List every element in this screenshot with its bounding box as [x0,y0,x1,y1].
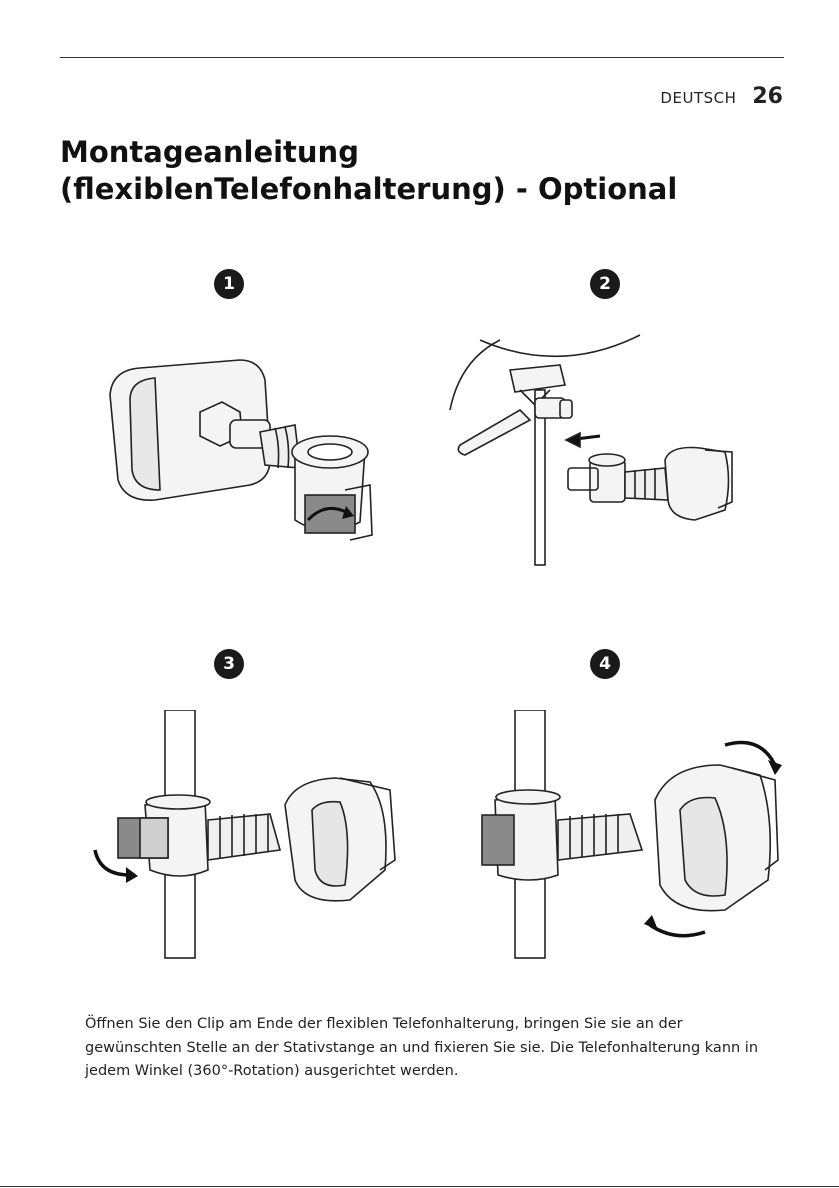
bottom-rule [0,1186,839,1187]
top-rule [60,57,784,58]
step-3-badge: 3 [214,649,244,679]
holder-open-clip-icon [109,359,373,541]
step-2-illustration [440,330,750,570]
attach-to-stand-icon [449,334,733,566]
page-number: 26 [752,84,783,109]
step-4-illustration [470,710,790,960]
step-1-illustration [100,350,390,570]
close-clip-icon [93,710,396,959]
page-title: Montageanleitung (flexiblenTelefonhalter… [60,135,678,206]
step-2-badge: 2 [590,269,620,299]
step-1-badge: 1 [214,269,244,299]
step-3-illustration [90,710,400,960]
step-4-badge: 4 [590,649,620,679]
rotate-holder-icon [481,710,782,959]
instructions-text: Öffnen Sie den Clip am Ende der flexible… [85,1016,759,1079]
language-label: DEUTSCH [660,89,737,107]
page-header: DEUTSCH 26 [660,84,783,109]
